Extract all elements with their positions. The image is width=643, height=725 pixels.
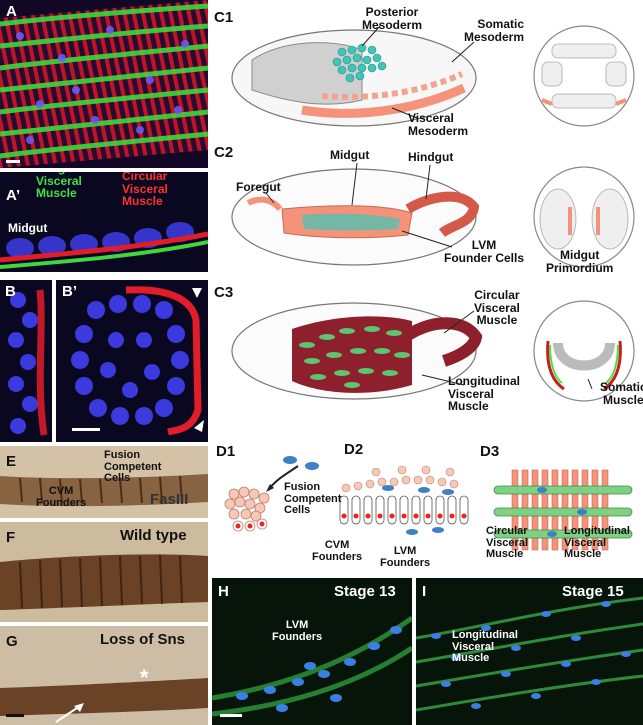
arrowhead-bottom-icon xyxy=(194,420,204,432)
label-cvm-founders: CVM Founders xyxy=(312,539,363,563)
panel-letter-d1: D1 xyxy=(216,443,236,460)
label-lvm-founders: LVM Founders xyxy=(380,545,431,569)
panel-i-image: I Stage 15 Longitudinal Visceral Muscle xyxy=(416,578,643,725)
stage-13-lvm-image xyxy=(212,615,412,717)
panel-g-image: G Loss of Sns * xyxy=(0,626,208,725)
panel-letter-a-prime: A’ xyxy=(6,187,21,204)
label-midgut-primordium: Midgut Primordium xyxy=(546,248,614,275)
panel-letter-c1: C1 xyxy=(214,9,234,26)
midgut-cross-section xyxy=(0,172,208,272)
panel-letter-b-prime: B’ xyxy=(62,283,77,300)
c2-embryo-diagram xyxy=(231,162,635,268)
panel-c1: C1 Posterior Mesoderm Somatic Mesoderm V… xyxy=(212,0,643,140)
label-longitudinal-visceral-muscle: Longitudinal Visceral Muscle xyxy=(448,374,520,414)
panel-a-prime-image: A’ Longitudinal Visceral Muscle Circular… xyxy=(0,172,208,272)
panel-e-image: E Fusion Competent Cells CVM Founders Fa… xyxy=(0,446,208,518)
panel-letter-f: F xyxy=(6,529,16,546)
panel-letter-h: H xyxy=(218,583,229,600)
label-longitudinal-visceral-muscle: Longitudinal Visceral Muscle xyxy=(452,629,518,665)
loss-of-sns-stain-image xyxy=(0,678,208,723)
arrowhead-top-icon xyxy=(192,288,202,298)
panel-h-image: H Stage 13 LVM Founders xyxy=(212,578,412,725)
panel-letter-d2: D2 xyxy=(344,441,364,458)
label-lvm-founders: LVM Founders xyxy=(272,619,323,643)
label-fasiii: FasIII xyxy=(150,491,189,508)
scale-bar-b-prime xyxy=(72,428,100,431)
fasiii-stain-image xyxy=(0,474,208,507)
label-hindgut: Hindgut xyxy=(408,150,454,164)
panel-d-diagrams: D1 D2 D3 Fusion Competent Cells CVM Foun… xyxy=(212,440,643,575)
label-longitudinal-visceral-muscle: Longitudinal Visceral Muscle xyxy=(36,172,108,201)
label-stage-13: Stage 13 xyxy=(334,583,396,600)
label-somatic-muscle: Somatic Muscle xyxy=(600,380,643,407)
panel-letter-e: E xyxy=(6,453,17,470)
label-foregut: Foregut xyxy=(236,180,281,194)
label-visceral-mesoderm: Visceral Mesoderm xyxy=(408,111,469,138)
panel-letter-c2: C2 xyxy=(214,144,234,161)
scale-bar-g xyxy=(6,714,24,717)
label-fusion-competent-cells: Fusion Competent Cells xyxy=(104,449,162,485)
arrow-icon xyxy=(74,703,84,712)
label-posterior-mesoderm: Posterior Mesoderm xyxy=(362,5,423,32)
label-stage-15: Stage 15 xyxy=(562,583,624,600)
label-cvm-founders: CVM Founders xyxy=(36,485,87,509)
label-midgut: Midgut xyxy=(8,221,48,235)
panel-letter-i: I xyxy=(422,583,427,600)
visceral-muscle-fluorescence xyxy=(0,0,208,168)
visceral-mesoderm-side-view xyxy=(8,289,48,436)
c1-embryo-diagram xyxy=(231,25,635,127)
label-circular-visceral-muscle: Circular Visceral Muscle xyxy=(474,288,520,328)
panel-b-image: B xyxy=(0,280,52,442)
wild-type-stain-image xyxy=(0,554,208,610)
panel-letter-d3: D3 xyxy=(480,443,500,460)
d-schematics xyxy=(224,456,633,551)
label-loss-of-sns: Loss of Sns xyxy=(100,631,186,648)
label-fusion-competent-cells: Fusion Competent Cells xyxy=(284,481,342,517)
label-midgut: Midgut xyxy=(330,148,370,162)
panel-f-image: F Wild type xyxy=(0,522,208,622)
panel-b-prime-image: B’ xyxy=(56,280,208,442)
stage-15-lvm-image xyxy=(416,596,643,712)
label-circular-visceral-muscle: Circular Visceral Muscle xyxy=(486,525,529,561)
panel-letter-a: A xyxy=(6,3,17,20)
label-wild-type: Wild type xyxy=(120,527,187,544)
scale-bar-h xyxy=(220,714,242,717)
arrow-icon xyxy=(266,484,274,492)
asterisk-marker: * xyxy=(140,665,149,690)
label-circular-visceral-muscle: Circular Visceral Muscle xyxy=(122,172,168,209)
panel-c2: C2 Midgut Hindgut Foregut LVM Founder Ce… xyxy=(212,143,643,283)
label-longitudinal-visceral-muscle: Longitudinal Visceral Muscle xyxy=(564,525,630,561)
scale-bar-a xyxy=(6,160,20,163)
panel-c3: C3 Circular Visceral Muscle Longitudinal… xyxy=(212,285,643,425)
panel-letter-g: G xyxy=(6,633,18,650)
c3-embryo-diagram xyxy=(231,300,635,402)
panel-letter-c3: C3 xyxy=(214,285,234,301)
panel-a-image: A xyxy=(0,0,208,168)
label-lvm-founder-cells: LVM Founder Cells xyxy=(444,238,525,265)
panel-letter-b: B xyxy=(5,283,16,300)
label-somatic-mesoderm: Somatic Mesoderm xyxy=(464,17,525,44)
gut-tube-cross-section xyxy=(71,286,204,436)
